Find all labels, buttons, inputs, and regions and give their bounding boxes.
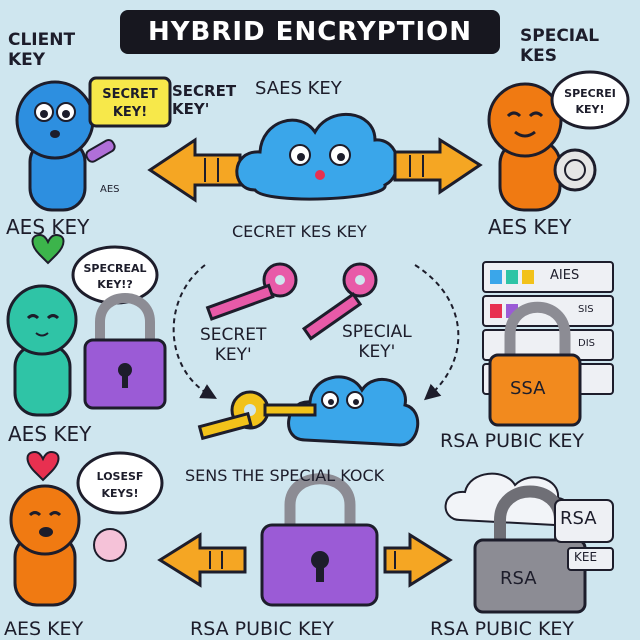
secret-key-bubble-line1: SECRET <box>102 87 158 102</box>
special-key-bubble-line2: KEY! <box>575 103 604 116</box>
losesf-bubble-line2: KEYS! <box>102 487 139 500</box>
losesf-bubble-line1: LOSESF <box>97 470 144 483</box>
cloud-character <box>235 112 399 201</box>
pink-key-right-icon <box>301 262 378 341</box>
specreal-bubble-line2: KEY!? <box>97 278 132 291</box>
client-key-label-1: CLIENT KEY <box>8 30 76 70</box>
curve-arrow-right <box>414 264 460 401</box>
kee-sign <box>567 547 614 571</box>
arrow-left-row1 <box>147 137 242 203</box>
arrow-right-row1 <box>393 137 483 195</box>
saes-key-label: SAES KEY <box>255 78 342 99</box>
aes-key-label-1: AES KEY <box>6 215 90 239</box>
cloud-character-2 <box>287 375 420 447</box>
aes-small-label: AES <box>100 184 120 195</box>
teal-character <box>6 284 78 417</box>
rsa-pubic-key-label-1: RSA PUBIC KEY <box>440 430 585 452</box>
sens-special-label: SENS THE SPECIAL KOCK <box>185 466 385 485</box>
arrow-right-row3 <box>383 532 453 588</box>
special-key-bubble-line1: SPECREI <box>564 87 616 100</box>
aes-key-label-2: AES KEY <box>488 215 572 239</box>
pink-key-left-icon <box>205 262 298 321</box>
secret-key-bubble-line2: KEY! <box>113 105 147 120</box>
aes-key-label-4: AES KEY <box>4 618 84 640</box>
rsa-lock-label: SSA <box>510 378 546 399</box>
secret-key-side-label: SECRET KEY' <box>172 82 237 118</box>
specreal-bubble-line1: SPECREAL <box>83 262 146 275</box>
secret-key-bubble: SECRET KEY! <box>88 76 172 128</box>
green-heart-icon <box>31 233 65 265</box>
special-kes-label: SPECIAL KES <box>520 26 600 66</box>
aes-key-label-3: AES KEY <box>8 422 92 446</box>
rsa-sign <box>554 499 614 543</box>
server-dis-label: DIS <box>578 338 595 349</box>
yellow-key-icon <box>197 390 317 441</box>
server-character <box>487 82 597 212</box>
rsa-lock-gray-icon <box>473 485 587 614</box>
server-sis-label: SIS <box>578 304 594 315</box>
cecret-kes-key-label: CECRET KES KEY <box>232 222 367 241</box>
server-ales-label: AIES <box>550 268 580 283</box>
rsa-lock-orange-icon <box>488 301 582 427</box>
red-heart-icon <box>26 450 60 482</box>
secret-key-mid-label: SECRET KEY' <box>200 325 267 365</box>
losesf-keys-bubble: LOSESF KEYS! <box>76 451 164 515</box>
rsa-pubic-key-label-2: RSA PUBIC KEY <box>190 618 335 640</box>
orange-character-left <box>9 484 127 607</box>
rsa-sign-label: RSA <box>560 508 597 529</box>
purple-lock-center-icon <box>260 473 379 607</box>
rsa-pubic-key-label-3: RSA PUBIC KEY <box>430 618 575 640</box>
arrow-left-row3 <box>157 532 247 588</box>
purple-lock-icon <box>83 293 167 410</box>
kee-sign-label: KEE <box>574 550 598 564</box>
special-key-mid-label: SPECIAL KEY' <box>342 322 412 362</box>
special-key-bubble: SPECREI KEY! <box>550 70 630 130</box>
page-title: HYBRID ENCRYPTION <box>120 10 500 54</box>
curve-arrow-left <box>172 264 217 399</box>
rsa-lock-gray-label: RSA <box>500 568 537 589</box>
